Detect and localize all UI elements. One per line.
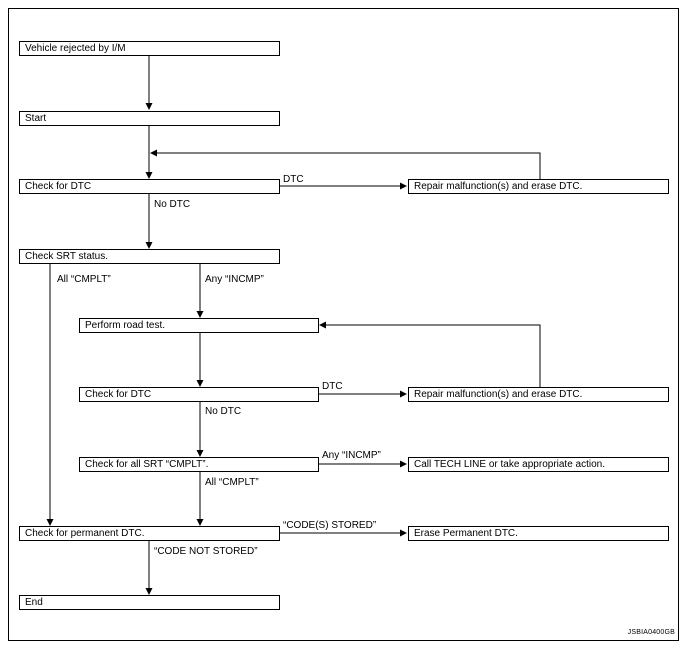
label-all-cmplt-1: All “CMPLT” xyxy=(57,274,111,285)
arrow-repair-1-loop xyxy=(150,149,541,179)
box-call-tech-line: Call TECH LINE or take appropriate actio… xyxy=(408,457,669,472)
box-road-test: Perform road test. xyxy=(79,318,319,333)
label-code-not-stored: “CODE NOT STORED” xyxy=(154,546,258,557)
label-dtc-1: DTC xyxy=(283,174,304,185)
diagram-frame xyxy=(8,8,679,641)
box-start: Start xyxy=(19,111,280,126)
box-check-dtc-2: Check for DTC xyxy=(79,387,319,402)
box-check-dtc-1: Check for DTC xyxy=(19,179,280,194)
label-dtc-2: DTC xyxy=(322,381,343,392)
label-all-cmplt-2: All “CMPLT” xyxy=(205,477,259,488)
box-check-srt: Check SRT status. xyxy=(19,249,280,264)
label-no-dtc-2: No DTC xyxy=(205,406,242,417)
label-any-incmp-2: Any “INCMP” xyxy=(322,450,381,461)
reference-code: JSBIA0400GB xyxy=(627,629,675,636)
box-check-permanent: Check for permanent DTC. xyxy=(19,526,280,541)
box-repair-2: Repair malfunction(s) and erase DTC. xyxy=(408,387,669,402)
arrow-repair-2-loop xyxy=(319,321,541,387)
label-any-incmp-1: Any “INCMP” xyxy=(205,274,264,285)
box-check-all-srt: Check for all SRT “CMPLT”. xyxy=(79,457,319,472)
label-codes-stored: “CODE(S) STORED” xyxy=(283,520,377,531)
box-erase-permanent: Erase Permanent DTC. xyxy=(408,526,669,541)
label-no-dtc-1: No DTC xyxy=(154,199,191,210)
box-end: End xyxy=(19,595,280,610)
box-vehicle-rejected: Vehicle rejected by I/M xyxy=(19,41,280,56)
box-repair-1: Repair malfunction(s) and erase DTC. xyxy=(408,179,669,194)
